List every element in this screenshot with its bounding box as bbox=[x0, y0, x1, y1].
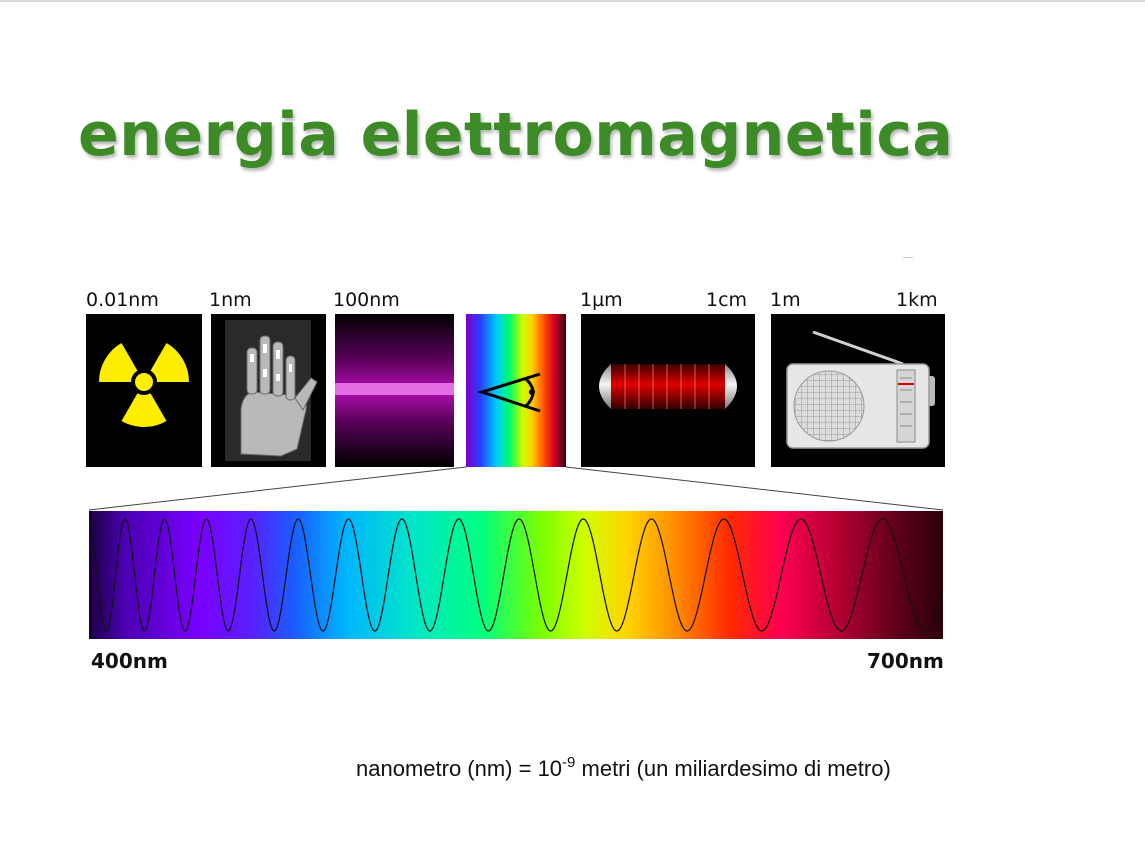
ultraviolet-panel bbox=[335, 314, 454, 467]
label-visible-start: 400nm bbox=[91, 649, 168, 673]
eye-icon bbox=[477, 372, 541, 413]
label-radio-start: 1m bbox=[770, 289, 801, 311]
xray-panel bbox=[211, 314, 326, 467]
gamma-ray-panel bbox=[86, 314, 202, 467]
label-infrared-start: 1µm bbox=[580, 289, 623, 311]
decorative-dash bbox=[903, 257, 913, 258]
nanometer-definition: nanometro (nm) = 10-9 metri (un miliarde… bbox=[356, 754, 891, 782]
footnote-exponent: -9 bbox=[562, 754, 576, 771]
radio-icon bbox=[786, 330, 935, 449]
radio-wave-panel bbox=[771, 314, 945, 467]
top-divider bbox=[0, 0, 1145, 2]
label-visible-end: 700nm bbox=[867, 649, 944, 673]
visible-light-panel bbox=[466, 314, 566, 467]
label-xray-wavelength: 1nm bbox=[209, 289, 252, 311]
wavelength-wave bbox=[89, 518, 943, 632]
uv-band bbox=[335, 383, 454, 395]
footnote-suffix: metri (un miliardesimo di metro) bbox=[575, 756, 891, 781]
footnote-prefix: nanometro (nm) = 10 bbox=[356, 756, 563, 781]
label-uv-wavelength: 100nm bbox=[333, 289, 400, 311]
label-radio-end: 1km bbox=[896, 289, 938, 311]
visible-spectrum-strip bbox=[89, 511, 943, 639]
sine-wave-path bbox=[89, 518, 943, 632]
radiation-icon bbox=[98, 343, 190, 427]
xray-hand-icon bbox=[225, 320, 318, 461]
label-gamma-wavelength: 0.01nm bbox=[86, 289, 159, 311]
infrared-microwave-panel bbox=[581, 314, 755, 467]
label-infrared-end: 1cm bbox=[706, 289, 748, 311]
microwave-tube-icon bbox=[599, 364, 737, 409]
page-title: energia elettromagnetica bbox=[78, 100, 954, 170]
